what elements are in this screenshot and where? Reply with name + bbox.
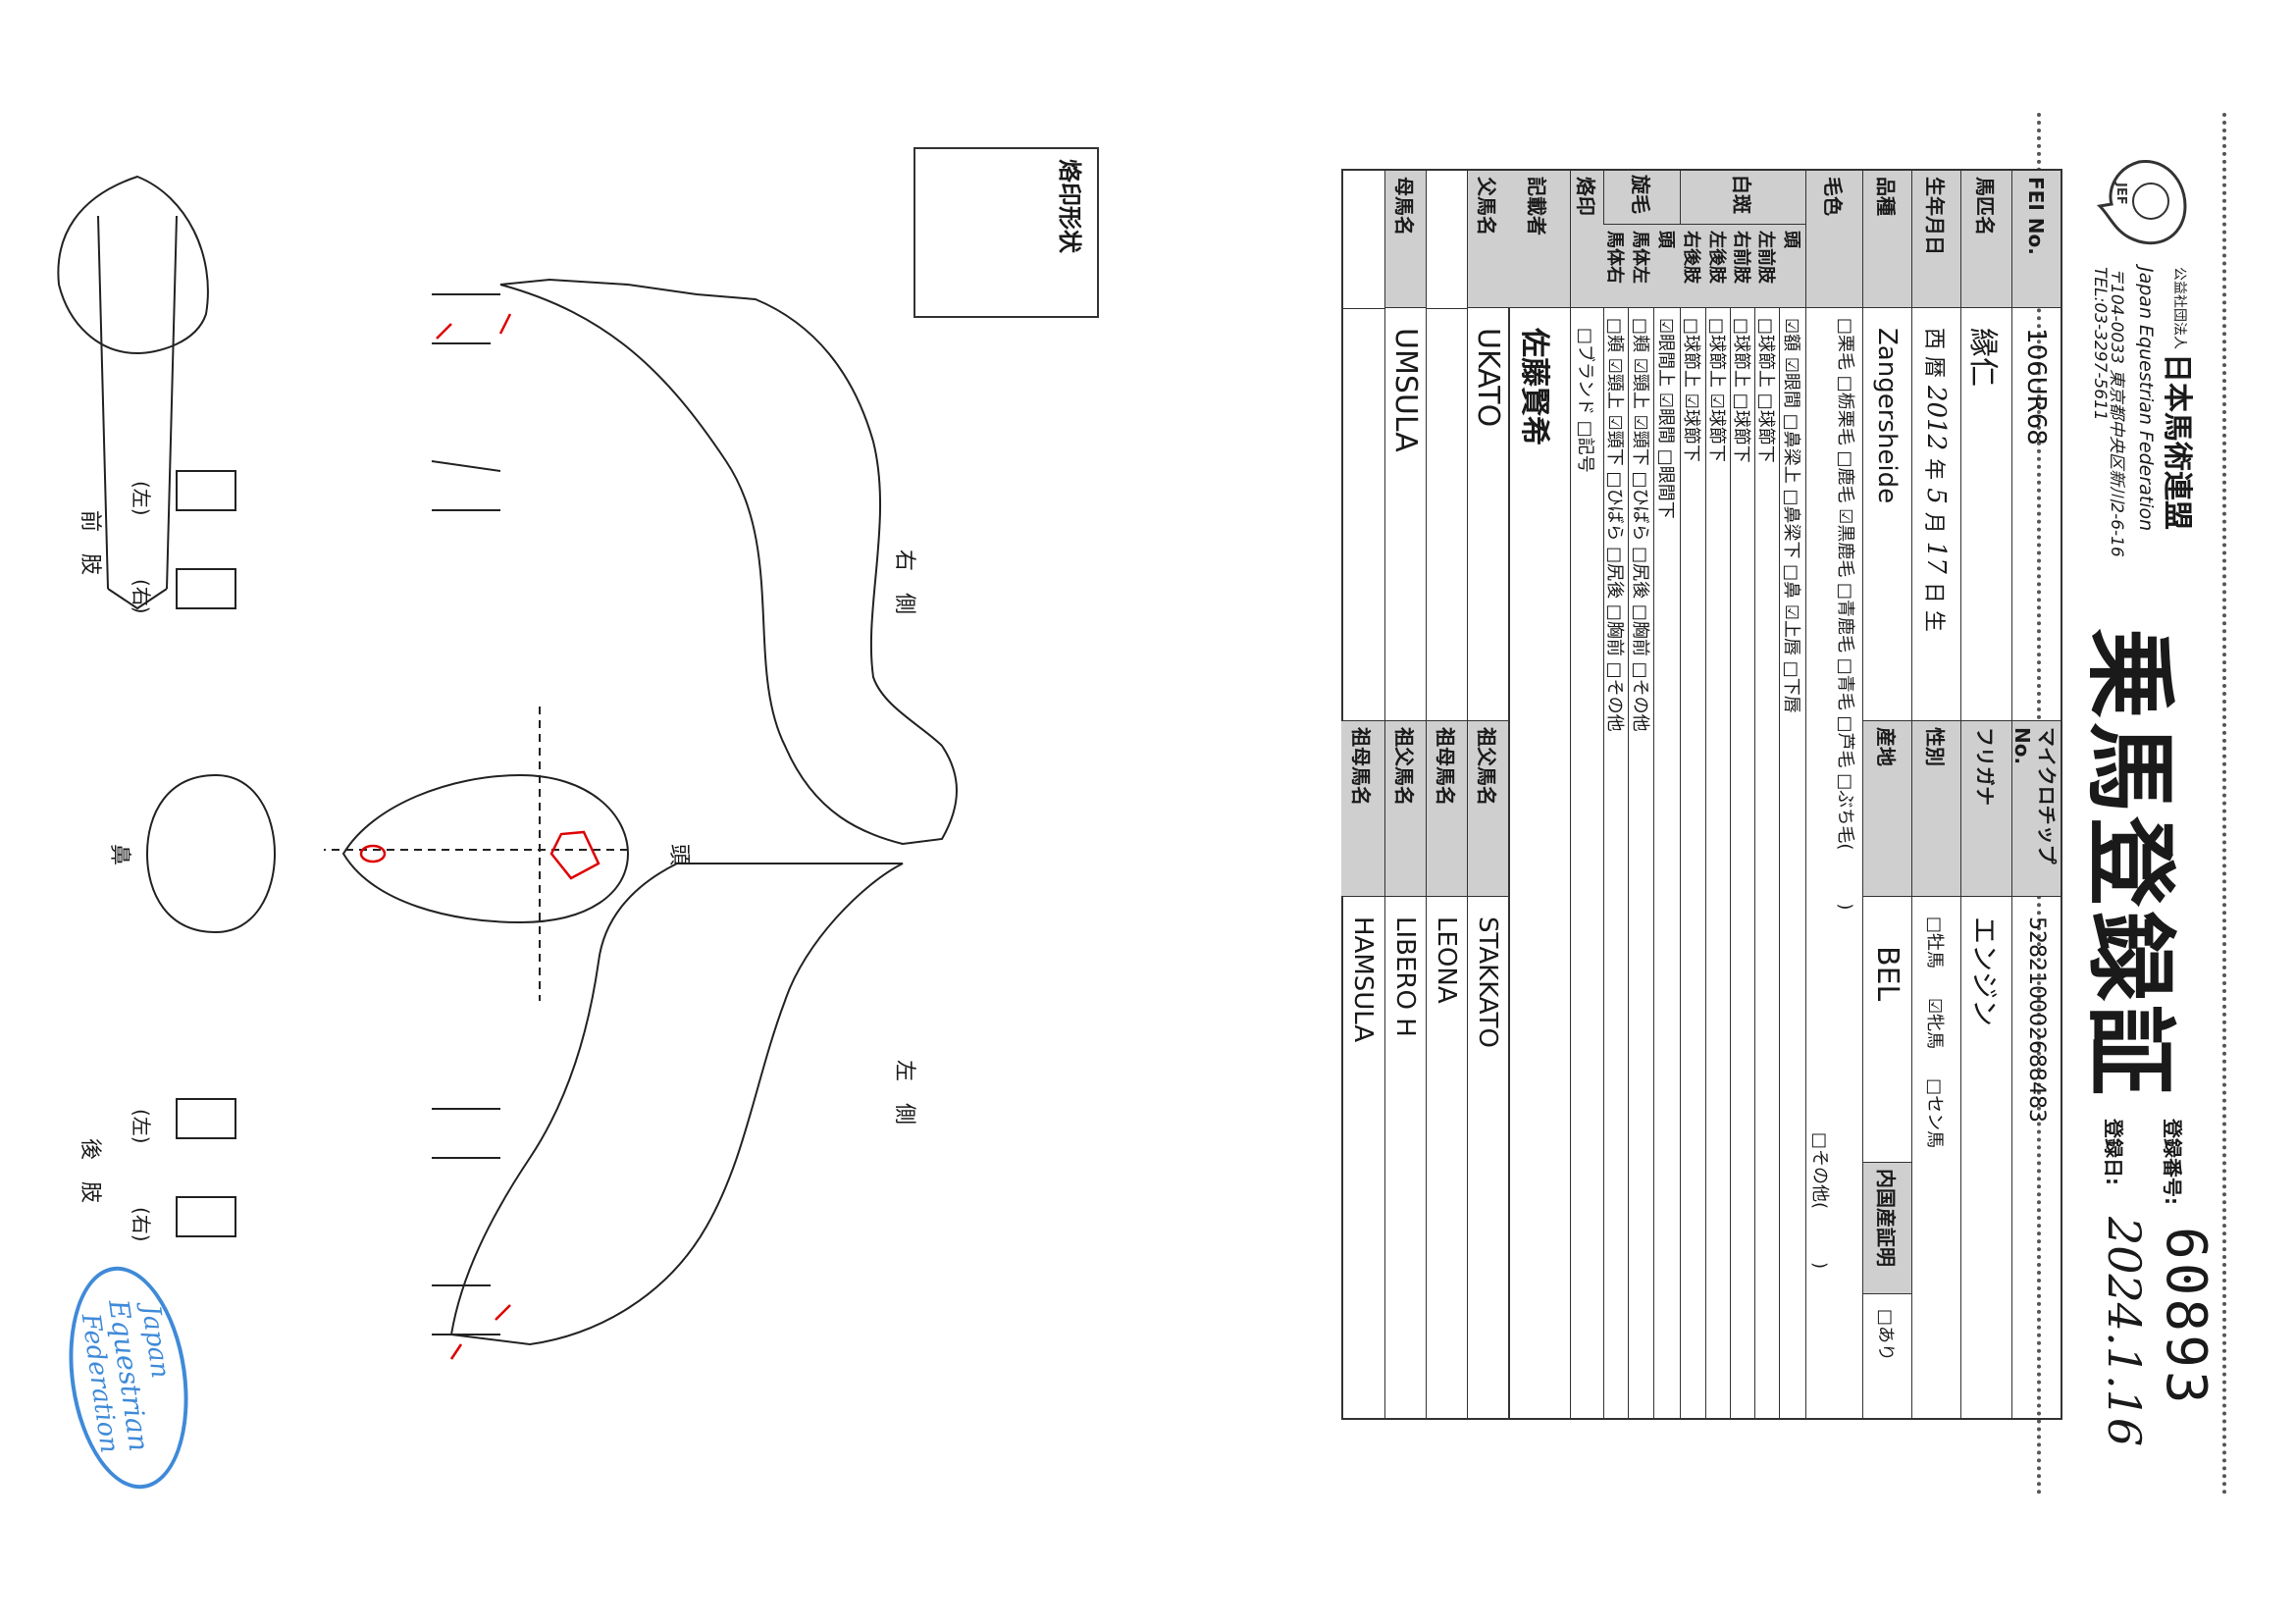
right-side-horse [431, 278, 958, 846]
nose-label: 鼻 [107, 844, 131, 866]
front-left-mark: (左) [130, 481, 153, 516]
front-legs-label: 前 肢 [78, 510, 102, 576]
hind-right-mark: (右) [130, 1207, 153, 1242]
nose-diagram [145, 773, 277, 934]
red-markings [359, 313, 600, 1360]
hind-left-mark: (左) [130, 1109, 153, 1144]
logo-text: JEF [2113, 182, 2128, 205]
hind-legs-label: 後 肢 [78, 1138, 102, 1204]
front-right-mark: (右) [130, 579, 153, 614]
leg-diagrams [176, 470, 236, 1237]
left-side-horse [432, 863, 904, 1346]
head-front-view [324, 707, 630, 1001]
jef-logo: JEF [2090, 147, 2198, 255]
top-view-horse [57, 175, 209, 610]
right-edge-dots [2222, 113, 2226, 1495]
head-label: 頭 [666, 844, 691, 866]
